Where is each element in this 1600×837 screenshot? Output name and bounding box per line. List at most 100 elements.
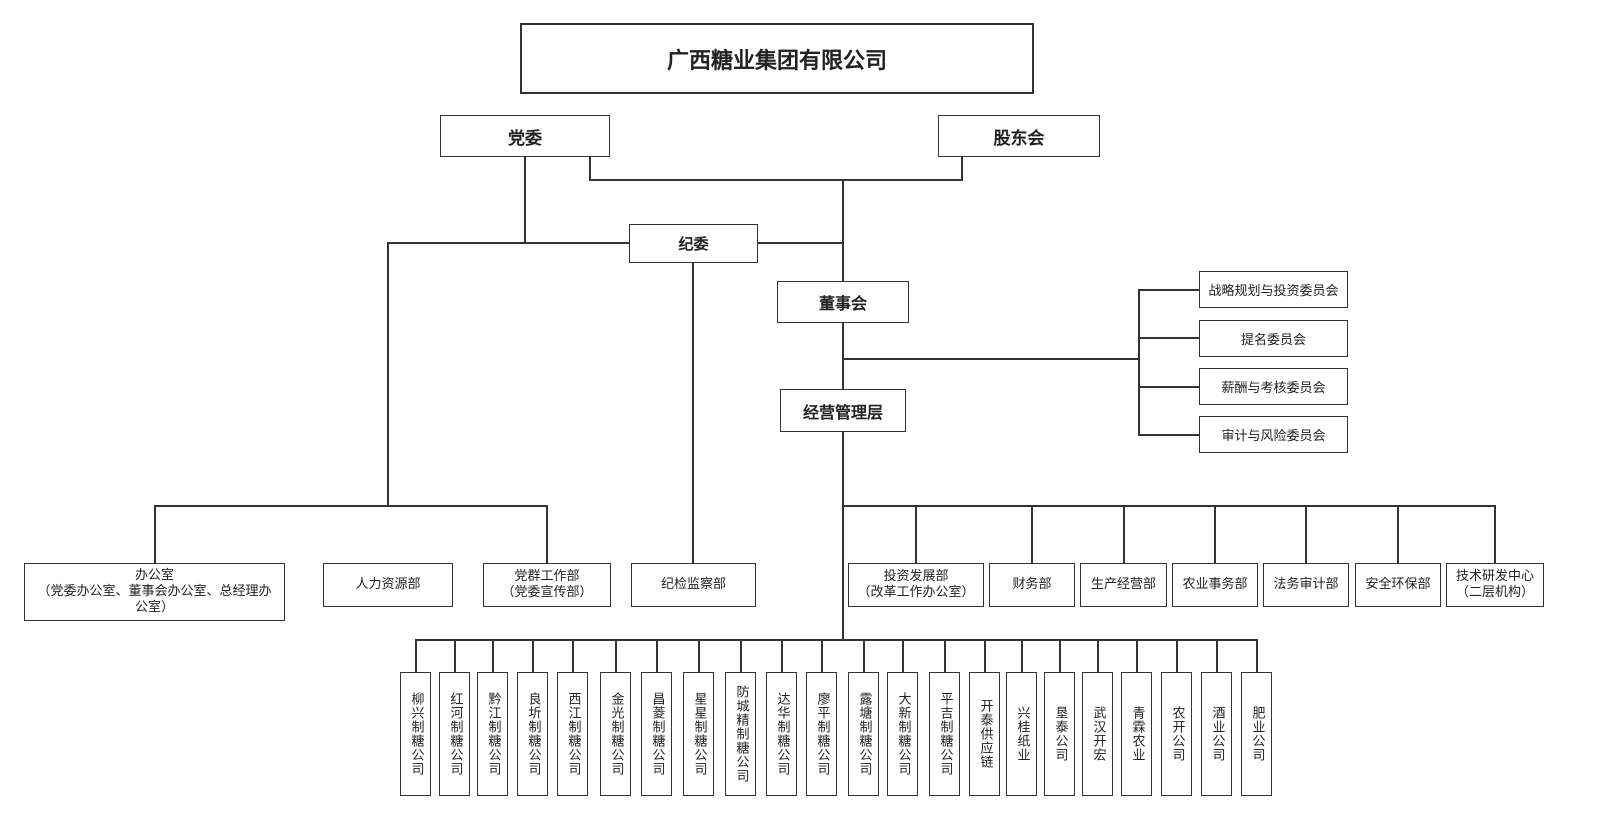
dept-investment-box: 投资发展部 （改革工作办公室）	[848, 563, 984, 607]
subsidiary-box: 肥业公司	[1241, 672, 1272, 796]
connector	[415, 639, 1258, 641]
connector	[961, 156, 963, 181]
dept-hr-box: 人力资源部	[323, 563, 453, 607]
connector	[915, 505, 917, 564]
connector	[589, 179, 963, 181]
dept-discipline-inspection-box: 纪检监察部	[631, 563, 756, 607]
connector	[821, 639, 823, 673]
subsidiary-box: 良圻制糖公司	[517, 672, 548, 796]
management-box: 经营管理层	[780, 389, 906, 432]
subsidiary-box: 星星制糖公司	[683, 672, 714, 796]
dept-label: （二层机构）	[1455, 585, 1534, 600]
subsidiary-box: 农开公司	[1161, 672, 1192, 796]
subsidiary-box: 大新制糖公司	[887, 672, 918, 796]
connector	[842, 179, 844, 282]
connector	[1305, 505, 1307, 564]
dept-label: 技术研发中心	[1455, 569, 1534, 584]
connector	[1138, 434, 1200, 436]
subsidiary-box: 昌菱制糖公司	[641, 672, 672, 796]
connector	[1216, 639, 1218, 673]
dept-label: 纪检监察部	[660, 577, 726, 592]
committee-audit-risk-box: 审计与风险委员会	[1199, 416, 1348, 453]
connector	[572, 639, 574, 673]
connector	[589, 156, 591, 181]
subsidiary-box: 金光制糖公司	[600, 672, 631, 796]
dept-label: 党群工作部	[514, 569, 580, 584]
connector	[984, 639, 986, 673]
connector	[454, 639, 456, 673]
dept-label: （党委办公室、董事会办公室、总经理办	[37, 584, 272, 599]
connector	[1138, 337, 1200, 339]
dept-label: 办公室	[134, 568, 174, 583]
subsidiary-box: 露塘制糖公司	[848, 672, 879, 796]
connector	[1256, 639, 1258, 673]
connector	[902, 639, 904, 673]
connector	[1059, 639, 1061, 673]
subsidiary-box: 垦泰公司	[1044, 672, 1075, 796]
connector	[1021, 639, 1023, 673]
subsidiary-box: 西江制糖公司	[557, 672, 588, 796]
subsidiary-box: 黔江制糖公司	[477, 672, 508, 796]
subsidiary-box: 平吉制糖公司	[929, 672, 960, 796]
connector	[656, 639, 658, 673]
committee-strategy-box: 战略规划与投资委员会	[1199, 271, 1348, 308]
subsidiary-box: 青霖农业	[1121, 672, 1152, 796]
connector	[154, 505, 156, 564]
connector	[1138, 289, 1200, 291]
subsidiary-box: 达华制糖公司	[766, 672, 797, 796]
connector	[842, 505, 1496, 507]
dept-label: 农业事务部	[1182, 577, 1248, 592]
connector	[615, 639, 617, 673]
connector	[1176, 639, 1178, 673]
connector	[1123, 505, 1125, 564]
subsidiary-box: 酒业公司	[1201, 672, 1232, 796]
connector	[842, 431, 844, 641]
connector	[1494, 505, 1496, 564]
subsidiary-box: 红河制糖公司	[439, 672, 470, 796]
connector	[740, 639, 742, 673]
subsidiary-box: 兴桂纸业	[1006, 672, 1037, 796]
connector	[842, 358, 1139, 360]
connector	[1138, 386, 1200, 388]
committee-compensation-box: 薪酬与考核委员会	[1199, 368, 1348, 405]
connector	[492, 639, 494, 673]
dept-label: 财务部	[1012, 577, 1052, 592]
connector	[842, 322, 844, 390]
connector	[1031, 505, 1033, 564]
dept-label: 法务审计部	[1273, 577, 1339, 592]
dept-rnd-center-box: 技术研发中心 （二层机构）	[1446, 563, 1544, 607]
connector	[532, 639, 534, 673]
company-title: 广西糖业集团有限公司	[520, 23, 1034, 94]
dept-label: 公室）	[134, 600, 174, 615]
dept-label: 安全环保部	[1365, 577, 1431, 592]
connector	[415, 639, 417, 673]
connector	[387, 242, 389, 506]
committee-nomination-box: 提名委员会	[1199, 320, 1348, 357]
connector	[781, 639, 783, 673]
connector	[524, 156, 526, 244]
dept-party-affairs-box: 党群工作部 （党委宣传部）	[483, 563, 611, 607]
connector	[387, 242, 630, 244]
connector	[692, 262, 694, 564]
connector	[154, 505, 548, 507]
subsidiary-box: 开泰供应链	[969, 672, 1000, 796]
dept-production-box: 生产经营部	[1080, 563, 1167, 607]
connector	[698, 639, 700, 673]
shareholders-meeting-box: 股东会	[938, 115, 1100, 157]
dept-label: （党委宣传部）	[501, 585, 593, 600]
dept-safety-environment-box: 安全环保部	[1355, 563, 1441, 607]
dept-label: （改革工作办公室）	[857, 585, 975, 600]
party-committee-box: 党委	[440, 115, 610, 157]
connector	[1397, 505, 1399, 564]
connector	[757, 242, 843, 244]
connector	[1214, 505, 1216, 564]
connector	[1138, 289, 1140, 436]
dept-label: 人力资源部	[355, 577, 421, 592]
board-of-directors-box: 董事会	[777, 281, 909, 323]
connector	[944, 639, 946, 673]
subsidiary-box: 柳兴制糖公司	[400, 672, 431, 796]
connector	[546, 505, 548, 564]
connector	[1097, 639, 1099, 673]
dept-label: 生产经营部	[1090, 577, 1156, 592]
